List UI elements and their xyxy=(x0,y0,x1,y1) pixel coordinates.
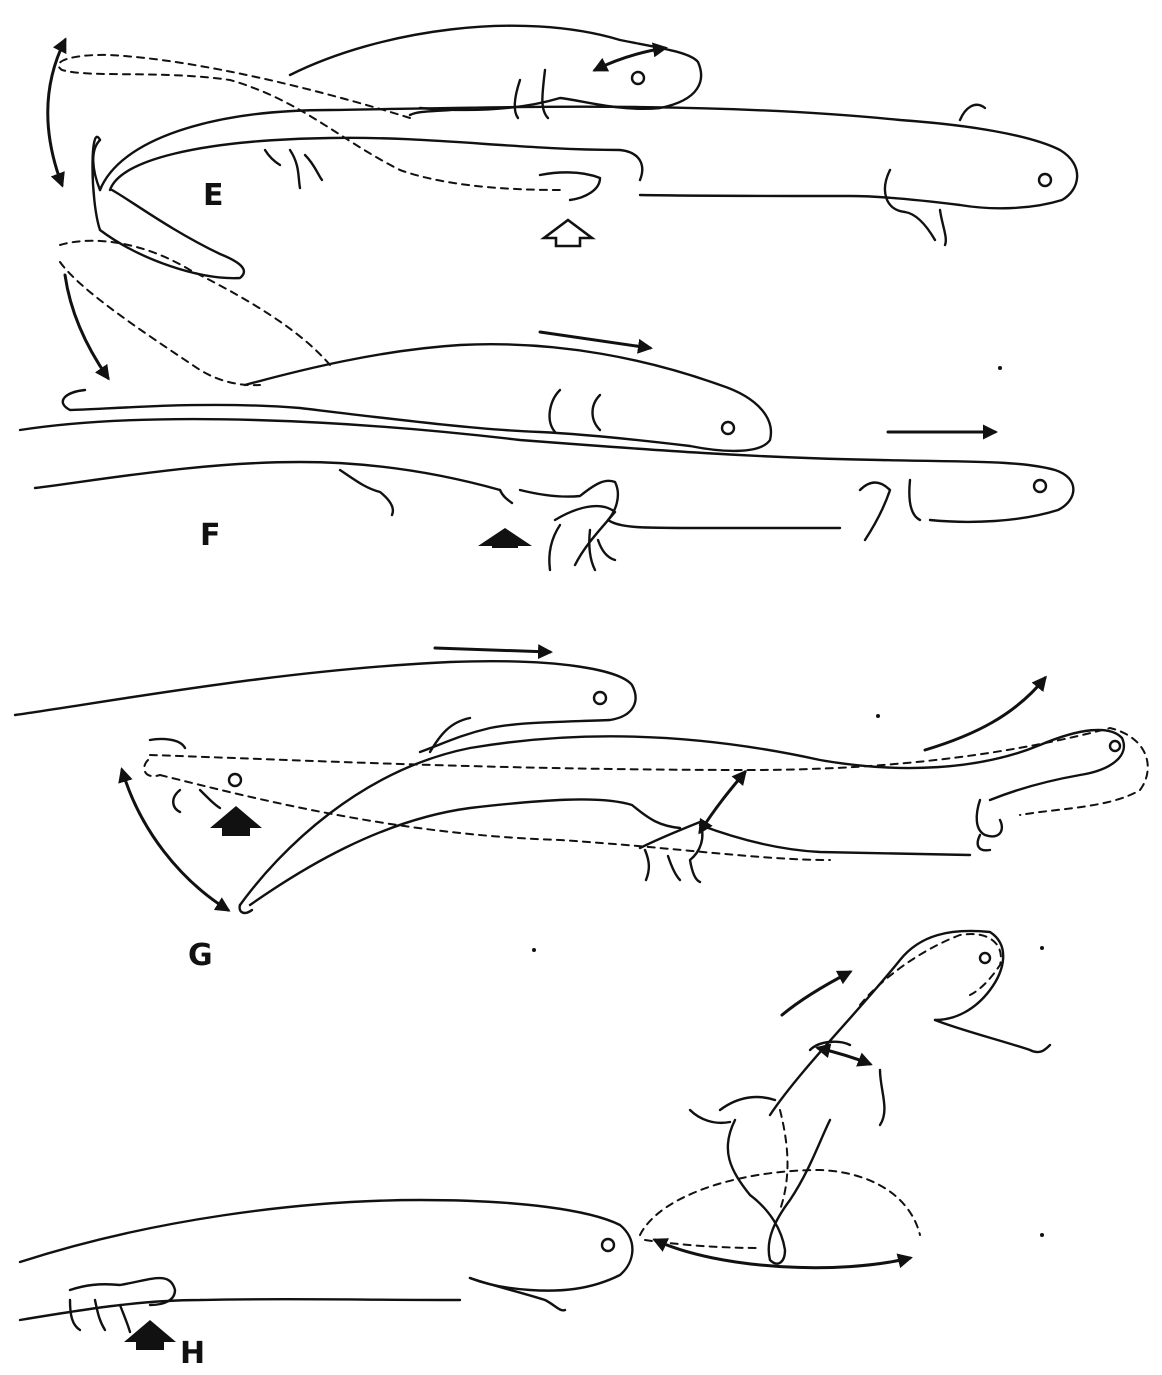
tail-swing-arrow-h xyxy=(655,1240,910,1268)
salamander-f-upper xyxy=(63,344,771,451)
salamander-f-main xyxy=(20,419,1073,570)
head-turn-arrow-g xyxy=(925,678,1045,750)
panel-label-g: G xyxy=(188,938,213,973)
salamander-e-main xyxy=(93,105,1078,278)
salamander-h-lower xyxy=(20,1200,632,1332)
filled-contact-arrow-h xyxy=(124,1320,176,1350)
salamander-g-main xyxy=(150,730,1124,913)
filled-contact-arrow-g xyxy=(210,806,262,836)
salamander-e-upper xyxy=(290,26,701,118)
panel-label-h: H xyxy=(180,1336,205,1371)
panel-label-f: F xyxy=(200,518,221,553)
open-contact-arrow-e xyxy=(544,220,592,246)
filled-contact-arrow-f xyxy=(478,528,532,548)
salamander-h-turned xyxy=(690,931,1050,1264)
head-swing-arrow-e xyxy=(595,48,665,70)
panel-e: E xyxy=(48,26,1077,278)
panel-g: G xyxy=(15,648,1148,973)
tail-swing-arrow-g xyxy=(122,770,228,910)
dashed-tail-f xyxy=(60,241,330,365)
dashed-body-g xyxy=(150,728,1148,815)
body-swing-arrow-g xyxy=(700,772,745,832)
panel-label-e: E xyxy=(203,178,224,213)
panel-h: H xyxy=(20,931,1050,1371)
tail-swing-arrow-f xyxy=(65,275,108,378)
dashed-tail-arc-h xyxy=(640,1170,920,1235)
panel-f: F xyxy=(20,241,1073,570)
dashed-head-h xyxy=(860,934,1001,1005)
dashed-tail-e xyxy=(59,55,560,190)
motion-arrow-f-upper xyxy=(540,332,650,348)
motion-arrow-g-upper xyxy=(435,648,550,652)
body-swing-arrow-h xyxy=(818,1048,870,1064)
motion-arrow-h xyxy=(782,972,850,1015)
